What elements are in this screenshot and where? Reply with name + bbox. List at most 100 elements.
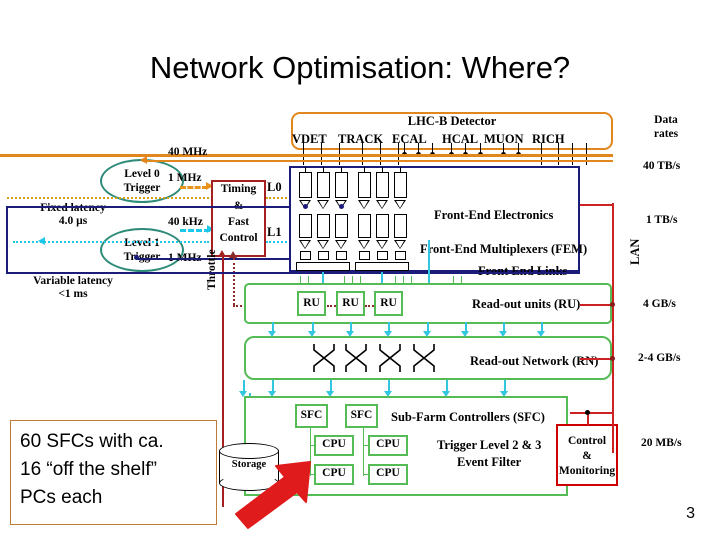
fe-chip [358, 214, 371, 238]
level1-trigger-sublabel: Trigger [123, 251, 161, 263]
control-monitoring-line2: & [582, 450, 592, 462]
lan-tap-rn [580, 358, 613, 360]
ru-to-rn-link [272, 322, 274, 333]
ru-node-2[interactable] [336, 291, 365, 316]
ru-to-rn-link [388, 322, 390, 333]
detector-tick [503, 143, 504, 157]
lan-node [610, 302, 615, 307]
tfc-line1: Timing [220, 183, 257, 195]
level0-trigger-label: Level 0 [124, 168, 160, 180]
storage-cylinder-icon [219, 443, 279, 491]
rn-to-sfc-arrow [500, 391, 508, 397]
lan-tap-fee [580, 204, 613, 206]
ru-to-rn-arrow [537, 331, 545, 337]
fixed-latency-value: 4.0 µs [58, 215, 88, 227]
rate-1mhz-l0-label: 1 MHz [168, 172, 202, 184]
control-monitoring-line1: Control [567, 435, 607, 447]
sub-farm-controllers-label: Sub-Farm Controllers (SFC) [391, 410, 545, 424]
fe-buffer [377, 251, 388, 260]
fe-amplifier-icon [394, 200, 406, 209]
ru-node-2-label: RU [342, 297, 359, 309]
level1-trigger-ellipse: Level 1 Trigger [100, 228, 184, 272]
sfc-node-1[interactable] [295, 404, 328, 428]
detector-tick [465, 143, 466, 157]
fe-amplifier-icon [358, 240, 370, 249]
ru-to-rn-link [350, 322, 352, 333]
throttle-line [222, 257, 224, 507]
ru-to-rn-arrow [308, 331, 316, 337]
cpu-node-3-label: CPU [322, 467, 346, 479]
front-end-multiplexers-label: Front-End Multiplexers (FEM) [420, 242, 588, 256]
fe-amplifier-icon [376, 200, 388, 209]
timing-fast-control-box [211, 180, 266, 257]
ru-throttle-link [365, 305, 374, 307]
read-out-network-label: Read-out Network (RN) [470, 354, 599, 368]
tfc-output-l1-label: L1 [267, 225, 282, 239]
l1-to-tfc-arrow [207, 225, 214, 233]
sfc-cpu-stub [363, 445, 369, 446]
l1-to-tfc-line [180, 229, 210, 232]
subdetector-hcal: HCAL [442, 132, 479, 146]
rn-to-sfc-link [330, 380, 332, 393]
ru-to-rn-arrow [384, 331, 392, 337]
lan-tap-cm [570, 412, 613, 414]
subdetector-vdet: VDET [292, 132, 327, 146]
data-rate-2-4gbs: 2-4 GB/s [638, 352, 681, 364]
rn-to-sfc-link [272, 380, 274, 393]
fe-chip [299, 214, 312, 238]
crossbar-switch-icon [313, 344, 435, 372]
subdetector-rich: RICH [532, 132, 565, 146]
level1-trigger-label: Level 1 [124, 237, 160, 249]
rate-40khz-label: 40 kHz [168, 216, 203, 228]
ru-to-rn-arrow [423, 331, 431, 337]
rn-to-sfc-link [504, 380, 506, 393]
ru-to-rn-arrow [499, 331, 507, 337]
fe-stub [341, 167, 342, 173]
cpu-node-2[interactable] [368, 435, 408, 456]
fee-l0-navy-line [6, 206, 289, 208]
lan-tap-ru [580, 304, 613, 306]
data-rates-header-line1: Data [654, 114, 678, 126]
front-end-electronics-label: Front-End Electronics [434, 208, 554, 222]
lan-node [610, 356, 615, 361]
rn-to-sfc-arrow [442, 391, 450, 397]
cpu-node-4[interactable] [368, 464, 408, 485]
ru-node-3-label: RU [380, 297, 397, 309]
annotation-line3: PCs each [20, 487, 103, 508]
fe-chip [394, 172, 407, 198]
sfc-cpu-stub [363, 474, 369, 475]
page-title: Network Optimisation: Where? [149, 50, 571, 85]
data-rate-4gbs: 4 GB/s [643, 298, 676, 310]
lan-node [585, 410, 590, 415]
annotation-box: 60 SFCs with ca. 16 “off the shelf” PCs … [10, 420, 217, 525]
data-rate-1tbs: 1 TB/s [646, 214, 678, 226]
ru-node-3[interactable] [374, 291, 403, 316]
fe-chip [299, 172, 312, 198]
rn-to-sfc-link [388, 380, 390, 393]
cpu-node-2-label: CPU [376, 438, 400, 450]
read-out-network-box [244, 336, 612, 380]
control-monitoring-line3: Monitoring [558, 465, 616, 477]
fixed-latency-label: Fixed latency [40, 202, 106, 214]
variable-latency-label: Variable latency [33, 275, 113, 287]
fe-link-cyan [428, 240, 430, 292]
fee-left-boundary [6, 206, 8, 273]
fe-buffer [395, 251, 406, 260]
detector-tick [451, 143, 452, 157]
l0-input-arrow [140, 156, 147, 164]
throttle-label: Throttle [206, 249, 218, 290]
rate-40mhz-label: 40 MHz [168, 146, 208, 158]
ru-throttle-link [327, 305, 336, 307]
data-rate-20mbs: 20 MB/s [641, 437, 682, 449]
cpu-node-1[interactable] [314, 435, 354, 456]
level0-trigger-sublabel: Trigger [123, 182, 161, 194]
tfc-line3: Fast [227, 216, 250, 228]
ru-node-1[interactable] [297, 291, 326, 316]
cpu-node-3[interactable] [314, 464, 354, 485]
sfc-node-2[interactable] [345, 404, 378, 428]
throttle-arrow [218, 250, 226, 257]
annotation-line2: 16 “off the shelf” [20, 459, 157, 480]
front-end-multiplexer-bar [296, 262, 350, 271]
detector-tick [432, 143, 433, 157]
